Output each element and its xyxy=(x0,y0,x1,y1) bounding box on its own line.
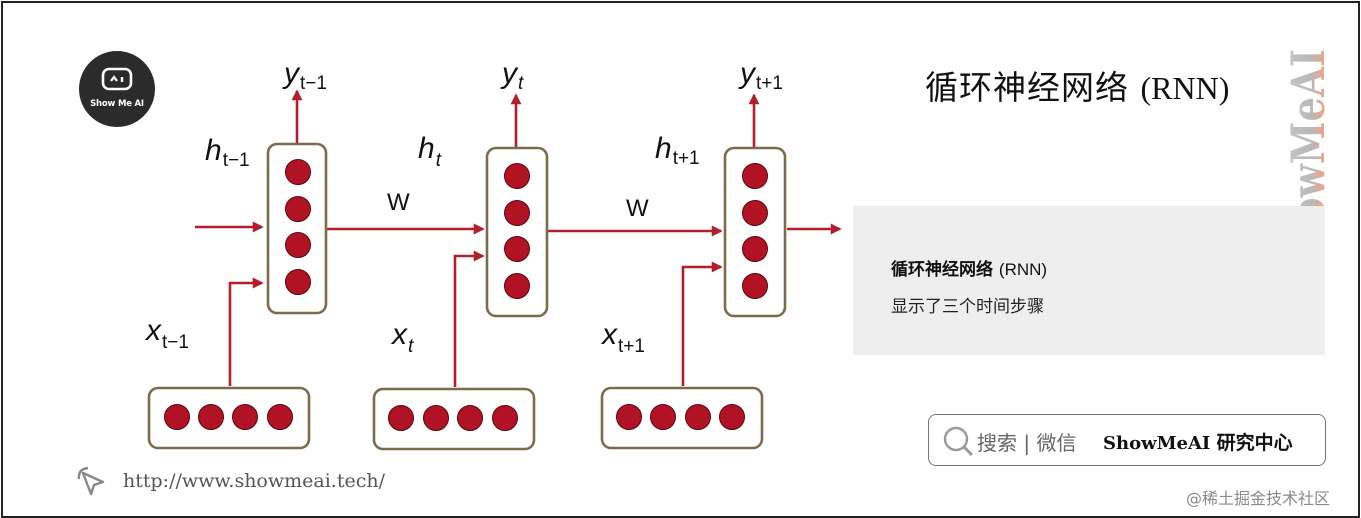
note-subtitle: 显示了三个时间步骤 xyxy=(891,297,1044,317)
input-neuron-3-3 xyxy=(685,404,711,430)
output-label-3: yt+1 xyxy=(738,57,783,94)
page-title: 循环神经网络 (RNN) xyxy=(925,61,1229,109)
input-box-3 xyxy=(600,386,764,450)
hidden-neuron-1-1 xyxy=(285,159,311,185)
hidden-state-box-1 xyxy=(266,142,328,315)
title-cn: 循环神经网络 xyxy=(925,68,1129,107)
input-neuron-1-3 xyxy=(232,404,258,430)
hidden-neuron-3-4 xyxy=(742,273,768,299)
logo-text: Show Me AI xyxy=(90,99,144,109)
juejin-watermark: @稀土掘金技术社区 xyxy=(1186,489,1331,508)
input-label-1: xt−1 xyxy=(144,314,189,353)
input-label-2: xt xyxy=(390,318,414,357)
input-neuron-3-2 xyxy=(650,404,676,430)
title-en: (RNN) xyxy=(1140,70,1230,106)
output-label-2: yt xyxy=(500,57,524,94)
input-arrow-2 xyxy=(453,250,485,387)
cursor-click-icon xyxy=(77,466,105,496)
hidden-neuron-3-3 xyxy=(742,236,768,262)
hidden-neuron-3-1 xyxy=(742,163,768,189)
website-url-link[interactable]: http://www.showmeai.tech/ xyxy=(123,470,386,492)
output-label-1: yt−1 xyxy=(282,57,327,94)
input-box-2 xyxy=(372,387,536,451)
hidden-state-box-3 xyxy=(723,146,787,318)
search-hint: 搜索 | 微信 xyxy=(977,431,1077,455)
note-box: 循环神经网络 (RNN) 显示了三个时间步骤 xyxy=(853,206,1325,355)
input-neuron-2-3 xyxy=(457,405,483,431)
hidden-neuron-1-4 xyxy=(285,269,311,295)
search-brand: ShowMeAI 研究中心 xyxy=(1103,432,1293,454)
weight-label-2: W xyxy=(626,195,649,222)
input-neuron-2-1 xyxy=(388,405,414,431)
input-neuron-1-1 xyxy=(164,404,190,430)
input-arrow-1 xyxy=(228,277,264,386)
input-label-3: xt+1 xyxy=(600,318,645,357)
showmeai-logo: Show Me AI xyxy=(79,51,155,127)
hidden-neuron-1-3 xyxy=(285,232,311,258)
input-neuron-2-4 xyxy=(492,405,518,431)
hidden-neuron-3-2 xyxy=(742,200,768,226)
input-neuron-2-2 xyxy=(423,405,449,431)
hidden-state-box-2 xyxy=(485,146,549,318)
rnn-unrolled-diagram: yt−1 yt yt+1 ht−1 ht ht+1 xt−1 xt xt+1 W… xyxy=(144,57,842,451)
hidden-neuron-2-3 xyxy=(504,236,530,262)
weight-label-1: W xyxy=(387,189,410,216)
note-title: 循环神经网络 (RNN) xyxy=(891,260,1048,280)
hidden-neuron-2-2 xyxy=(504,200,530,226)
wechat-search-box[interactable]: 搜索 | 微信 ShowMeAI 研究中心 xyxy=(928,414,1326,466)
input-neuron-1-2 xyxy=(198,404,224,430)
robot-face-icon xyxy=(101,67,133,91)
hidden-label-2: ht xyxy=(418,132,442,171)
input-box-1 xyxy=(147,386,311,450)
input-neuron-1-4 xyxy=(267,404,293,430)
hidden-label-3: ht+1 xyxy=(655,132,700,169)
input-neuron-3-4 xyxy=(719,404,745,430)
hidden-neuron-1-2 xyxy=(285,196,311,222)
input-arrow-3 xyxy=(681,261,723,386)
hidden-neuron-2-1 xyxy=(504,163,530,189)
hidden-label-1: ht−1 xyxy=(205,134,250,171)
hidden-neuron-2-4 xyxy=(504,273,530,299)
search-icon xyxy=(943,426,974,457)
input-neuron-3-1 xyxy=(616,404,642,430)
